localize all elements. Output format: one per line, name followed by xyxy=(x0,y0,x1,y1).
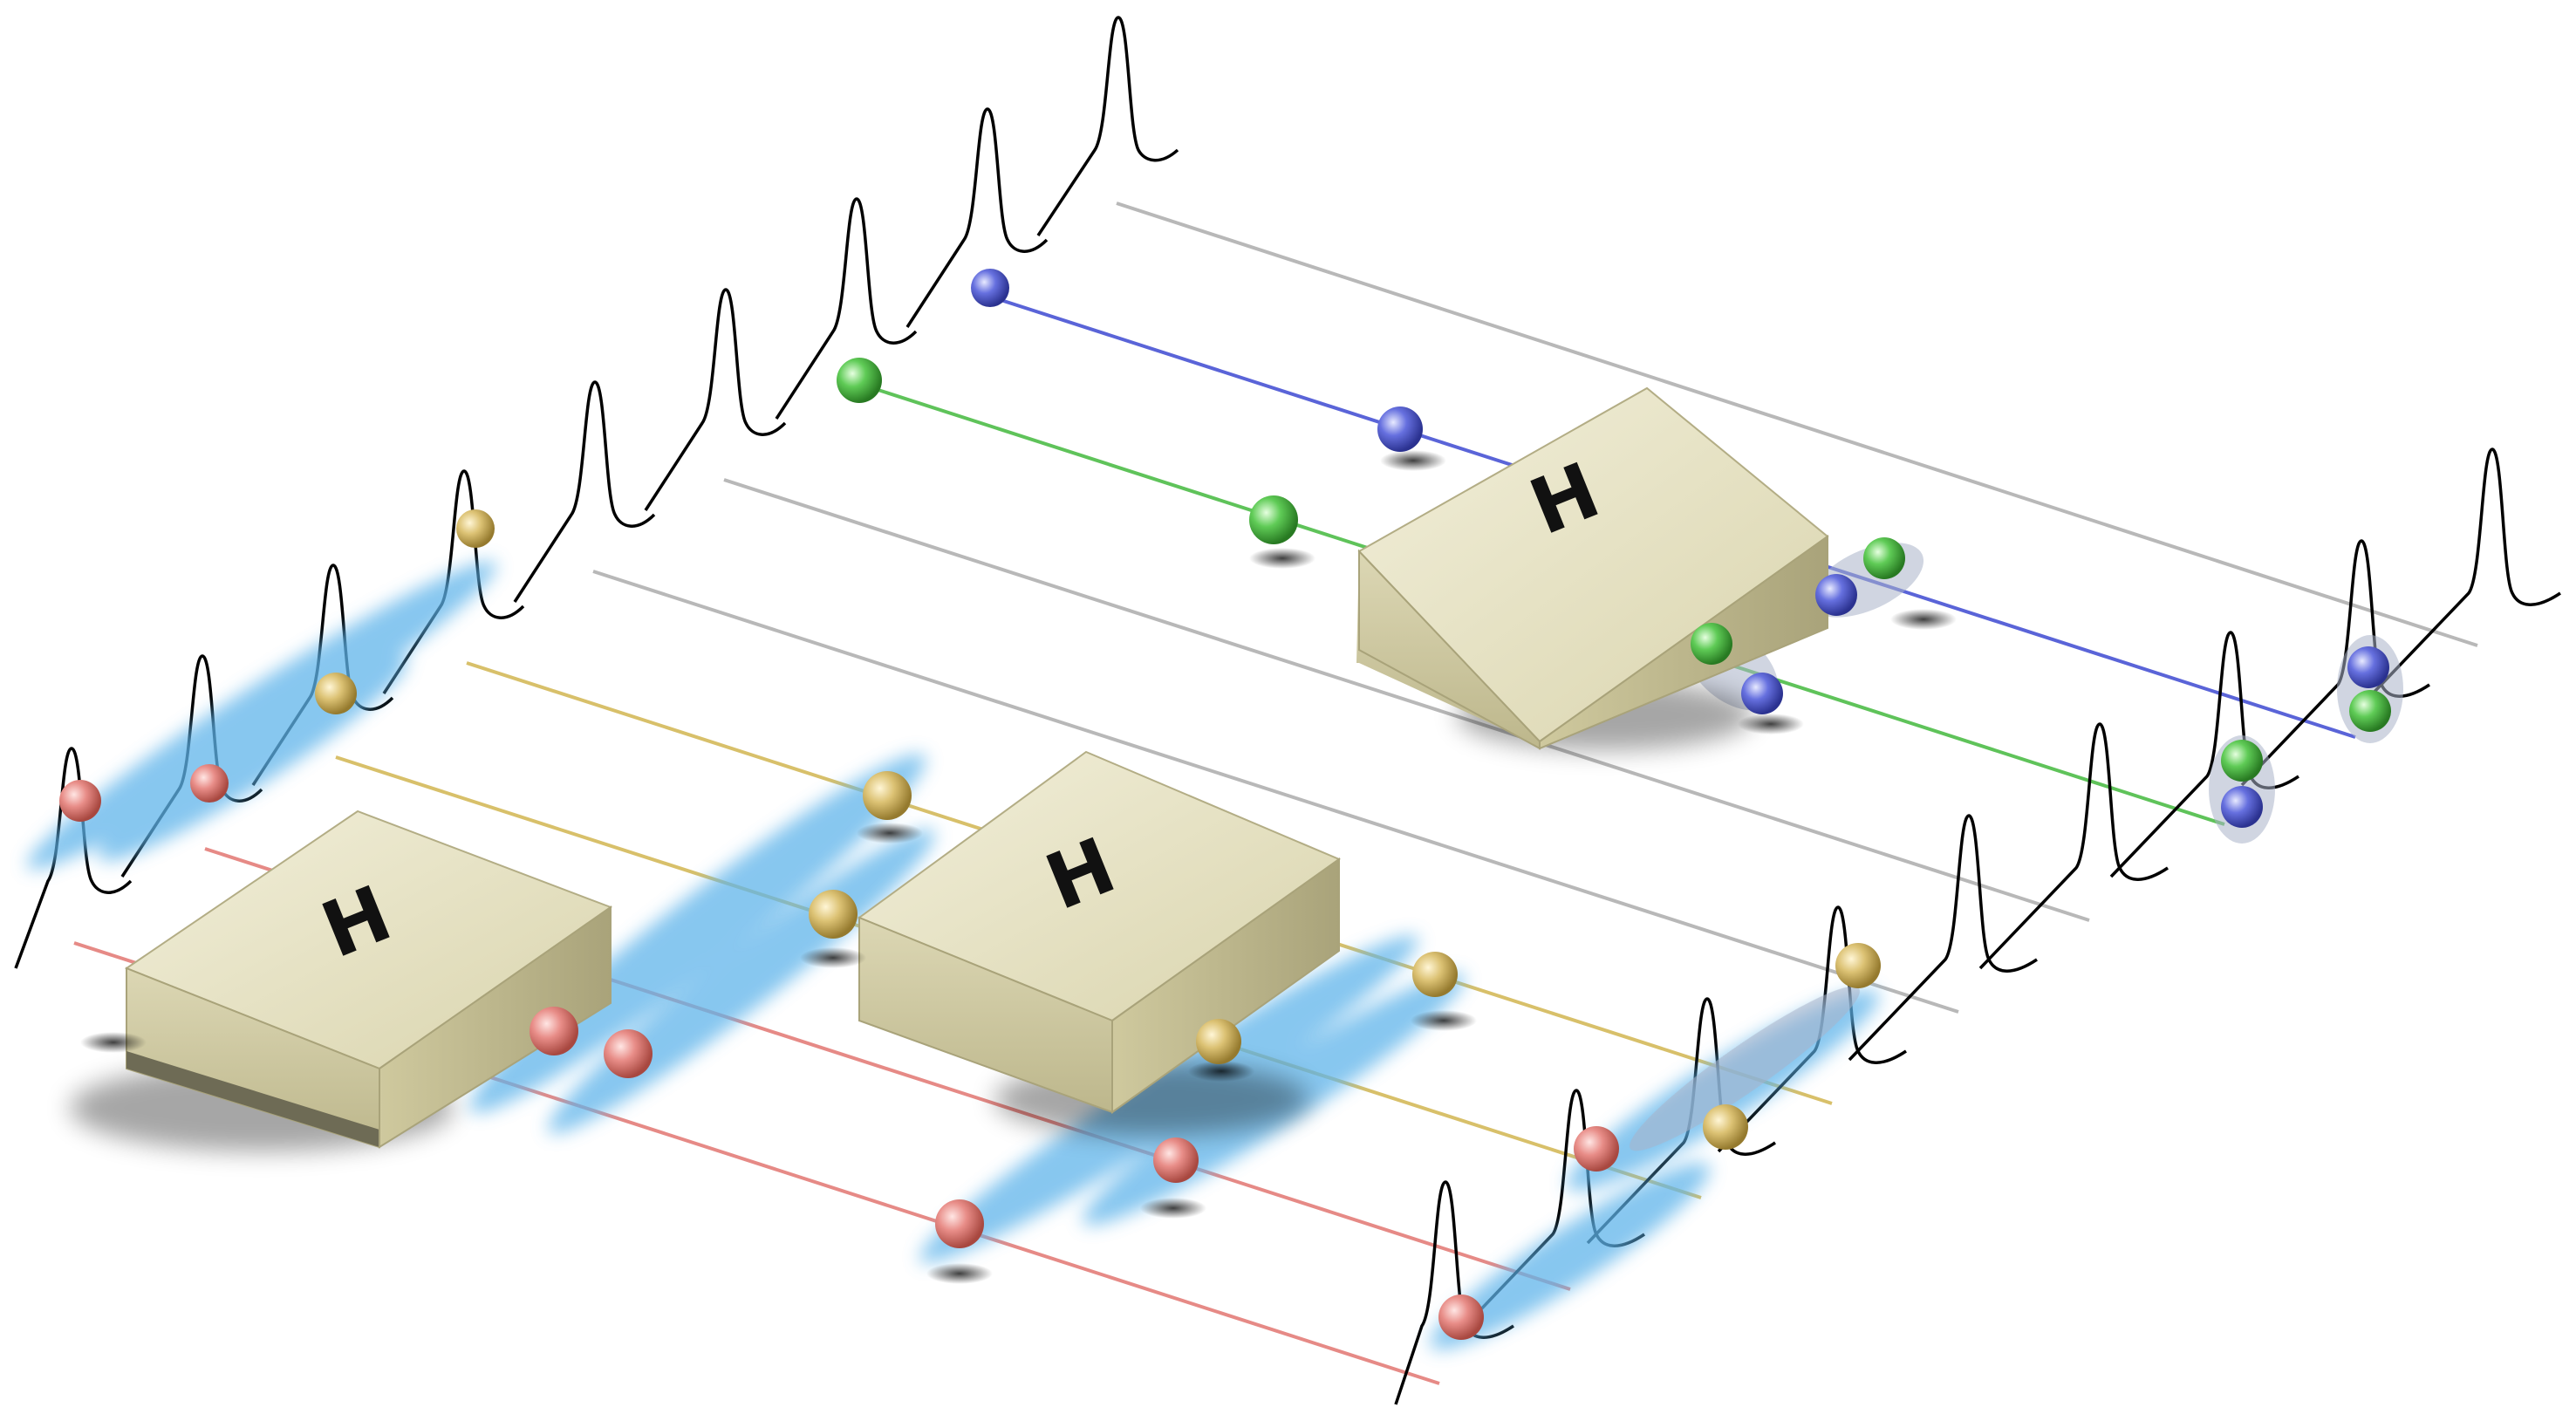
shadow xyxy=(1890,609,1957,630)
particle-yellow xyxy=(1412,952,1458,997)
particle-blue xyxy=(1741,673,1783,714)
shadow xyxy=(1140,1198,1206,1219)
shadow xyxy=(1738,714,1804,734)
particle-red xyxy=(530,1007,578,1055)
particle-blue xyxy=(2347,646,2389,688)
particle-green xyxy=(2221,740,2263,782)
particle-yellow xyxy=(1703,1104,1748,1150)
wave-packet-top-5 xyxy=(515,382,654,602)
particle-red xyxy=(190,764,229,803)
particle-yellow xyxy=(456,509,495,548)
particle-green xyxy=(1691,623,1732,665)
particle-green xyxy=(1249,495,1298,544)
particle-red xyxy=(59,780,101,822)
gate-box-1[interactable]: H xyxy=(70,811,611,1151)
particle-blue xyxy=(1377,406,1423,452)
particle-red xyxy=(1153,1137,1199,1183)
shadow xyxy=(1380,450,1446,471)
particle-blue xyxy=(2221,786,2263,828)
shadow xyxy=(857,823,923,844)
gate-box-2[interactable]: H xyxy=(859,752,1339,1136)
particle-yellow xyxy=(315,673,357,714)
wave-packet-top-4 xyxy=(646,290,785,510)
shadow xyxy=(1249,548,1315,569)
particle-yellow xyxy=(863,771,912,820)
particle-red xyxy=(1438,1294,1484,1340)
particle-red xyxy=(604,1029,653,1078)
particle-red xyxy=(1574,1126,1619,1172)
particle-red xyxy=(935,1199,984,1248)
particle-blue xyxy=(1815,574,1857,616)
particle-green xyxy=(1863,537,1905,579)
wave-packet-right-1 xyxy=(2373,449,2560,693)
shadow xyxy=(80,1032,147,1053)
wave-packet-top-1 xyxy=(1038,17,1178,236)
particle-yellow xyxy=(809,890,858,939)
particle-blue xyxy=(971,269,1009,307)
shadow xyxy=(926,1263,993,1284)
particle-yellow xyxy=(1196,1019,1241,1064)
particle-green xyxy=(837,358,882,403)
shadow xyxy=(800,947,866,968)
entanglement-cloud-left-1 xyxy=(11,538,512,892)
particle-green xyxy=(2349,690,2391,732)
shadow xyxy=(1411,1010,1477,1031)
particle-yellow xyxy=(1835,943,1881,988)
